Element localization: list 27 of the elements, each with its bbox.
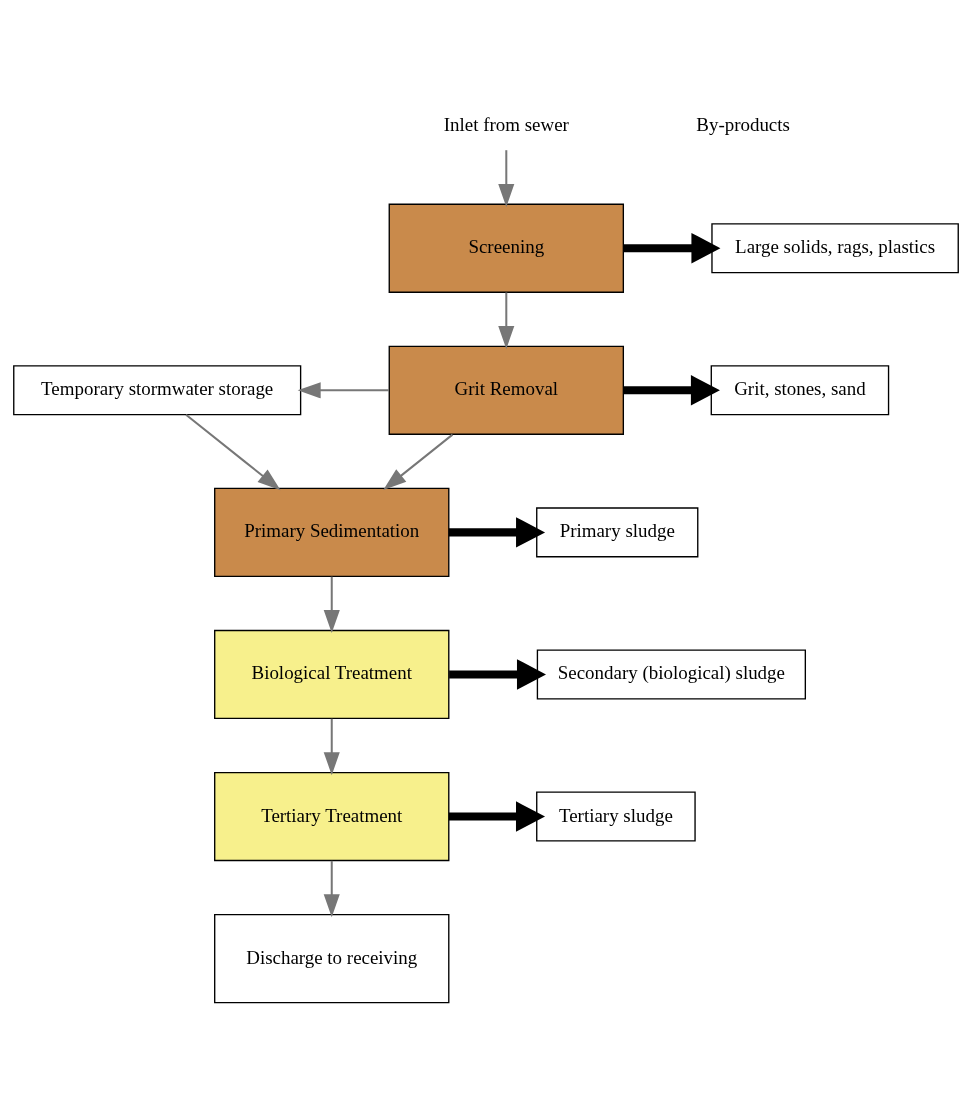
node-box: Temporary stormwater storage (13, 365, 302, 416)
arrow (323, 718, 340, 776)
node-box: Grit, stones, sand (710, 365, 890, 416)
arrow (449, 659, 546, 690)
node-box: Discharge to receiving (214, 913, 450, 1004)
arrow (323, 576, 340, 634)
arrow (623, 232, 721, 264)
arrow (448, 801, 546, 832)
arrow (498, 292, 515, 349)
node-box: Biological Treatment (214, 629, 450, 720)
node-text: Inlet from sewer (443, 113, 569, 135)
arrow (623, 375, 720, 406)
label: By-products (696, 113, 790, 135)
arrow (498, 150, 515, 208)
arrow (323, 860, 340, 918)
node-box: Secondary (biological) sludge (536, 649, 806, 700)
node-box: Tertiary Treatment (214, 771, 450, 862)
node-box: Tertiary sludge (536, 791, 696, 842)
arrow (383, 433, 454, 490)
arrow (448, 517, 546, 548)
node-box: Primary Sedimentation (214, 487, 450, 578)
arrow (185, 413, 281, 491)
node-box: Screening (388, 203, 624, 293)
arrow (297, 382, 390, 399)
node-box: Grit Removal (388, 345, 624, 435)
node-box: Primary sludge (536, 507, 699, 558)
node-box: Large solids, rags, plastics (711, 223, 959, 274)
